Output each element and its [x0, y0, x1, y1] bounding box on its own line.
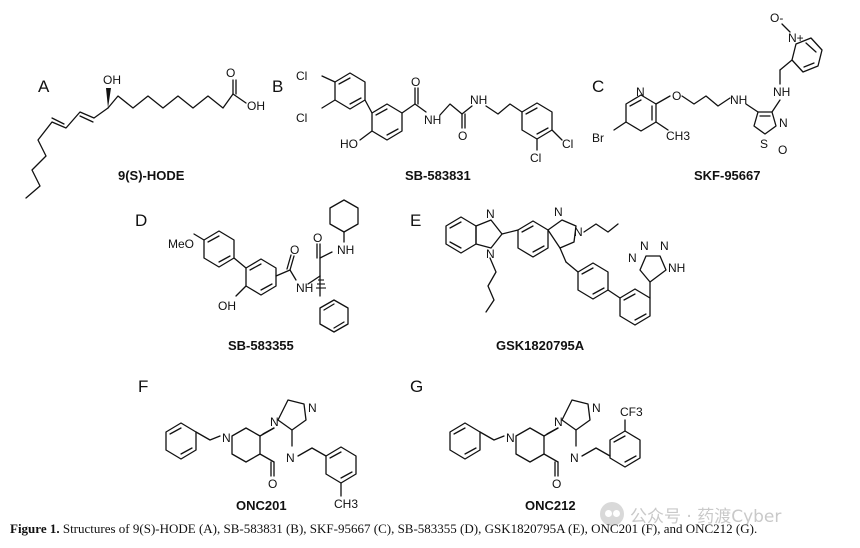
- svg-text:NH: NH: [730, 93, 747, 107]
- structure-gsk1820795a: N N N N N N N: [445, 205, 685, 353]
- svg-text:N: N: [570, 451, 579, 465]
- wechat-logo-icon: [600, 502, 624, 526]
- svg-text:N: N: [554, 205, 563, 219]
- svg-text:Cl: Cl: [296, 111, 307, 125]
- structure-skf-95667: O- N+ NH N S O NH O N: [592, 11, 823, 183]
- svg-text:N: N: [592, 401, 601, 415]
- svg-text:O-: O-: [770, 11, 783, 25]
- svg-text:Cl: Cl: [296, 69, 307, 83]
- svg-text:N: N: [660, 239, 669, 253]
- panel-letter-e: E: [410, 211, 421, 230]
- compound-name-c: SKF-95667: [694, 168, 760, 183]
- svg-text:O: O: [458, 129, 467, 143]
- svg-text:O: O: [552, 477, 561, 491]
- compound-name-a: 9(S)-HODE: [118, 168, 185, 183]
- svg-text:Cl: Cl: [530, 151, 541, 165]
- caption-text: Structures of 9(S)-HODE (A), SB-583831 (…: [62, 521, 758, 536]
- panel-g: G N N N N O CF3 ONC212: [410, 377, 643, 513]
- structure-9s-hode: O OH OH 9(S)-HODE: [25, 66, 265, 199]
- svg-text:NH: NH: [668, 261, 685, 275]
- svg-text:O: O: [672, 89, 681, 103]
- structure-sb-583355: NH O NH O OH: [168, 199, 359, 353]
- svg-text:NH: NH: [773, 85, 790, 99]
- svg-text:CF3: CF3: [620, 405, 643, 419]
- svg-text:N: N: [286, 451, 295, 465]
- svg-text:NH: NH: [424, 113, 441, 127]
- svg-text:Cl: Cl: [562, 137, 573, 151]
- panel-letter-g: G: [410, 377, 423, 396]
- panel-d: D NH O NH O: [135, 199, 359, 353]
- svg-text:N: N: [486, 207, 495, 221]
- figure-caption: Figure 1. Structures of 9(S)-HODE (A), S…: [10, 521, 855, 537]
- panel-letter-f: F: [138, 377, 148, 396]
- panel-b: B Cl Cl HO O NH O: [272, 69, 573, 183]
- svg-text:N: N: [506, 431, 515, 445]
- panel-f: F N N N N O CH3 ONC201: [138, 377, 358, 513]
- svg-text:CH3: CH3: [334, 497, 358, 511]
- panel-letter-d: D: [135, 211, 147, 230]
- svg-text:O: O: [778, 143, 787, 157]
- svg-text:N: N: [636, 85, 645, 99]
- svg-text:S: S: [760, 137, 768, 151]
- panel-c: C O- N+ NH N S O NH O: [592, 11, 823, 183]
- svg-text:N: N: [486, 247, 495, 261]
- structure-onc212: N N N N O CF3 ONC212: [449, 399, 643, 513]
- panel-letter-a: A: [38, 77, 50, 96]
- svg-text:NH: NH: [337, 243, 354, 257]
- svg-text:N: N: [222, 431, 231, 445]
- caption-label: Figure 1.: [10, 521, 60, 536]
- compound-name-e: GSK1820795A: [496, 338, 585, 353]
- compound-name-b: SB-583831: [405, 168, 471, 183]
- panel-letter-b: B: [272, 77, 283, 96]
- compound-name-f: ONC201: [236, 498, 287, 513]
- svg-text:N: N: [628, 251, 637, 265]
- structure-sb-583831: Cl Cl HO O NH O NH: [296, 69, 573, 183]
- svg-text:CH3: CH3: [666, 129, 690, 143]
- svg-text:N: N: [779, 116, 788, 130]
- svg-text:NH: NH: [296, 281, 313, 295]
- svg-text:O: O: [411, 75, 420, 89]
- svg-text:OH: OH: [218, 299, 236, 313]
- panel-letter-c: C: [592, 77, 604, 96]
- svg-text:MeO: MeO: [168, 237, 194, 251]
- svg-text:OH: OH: [103, 73, 121, 87]
- svg-text:OH: OH: [247, 99, 265, 113]
- structure-onc201: N N N N O CH3 ONC201: [165, 399, 358, 513]
- svg-text:N: N: [640, 239, 649, 253]
- compound-name-d: SB-583355: [228, 338, 294, 353]
- panel-e: E N N N N: [410, 205, 685, 353]
- svg-text:O: O: [226, 66, 235, 80]
- svg-text:N: N: [270, 415, 279, 429]
- svg-text:N: N: [554, 415, 563, 429]
- svg-text:N+: N+: [788, 31, 804, 45]
- panel-a: A O OH OH 9(S)-HODE: [25, 66, 265, 199]
- svg-text:N: N: [308, 401, 317, 415]
- svg-text:Br: Br: [592, 131, 604, 145]
- svg-text:O: O: [290, 243, 299, 257]
- svg-text:N: N: [574, 225, 583, 239]
- svg-text:NH: NH: [470, 93, 487, 107]
- svg-text:O: O: [313, 231, 322, 245]
- svg-text:O: O: [268, 477, 277, 491]
- watermark: 公众号 · 药渡Cyber: [600, 500, 840, 528]
- compound-name-g: ONC212: [525, 498, 576, 513]
- svg-text:HO: HO: [340, 137, 358, 151]
- watermark-text: 公众号 · 药渡Cyber: [630, 506, 782, 527]
